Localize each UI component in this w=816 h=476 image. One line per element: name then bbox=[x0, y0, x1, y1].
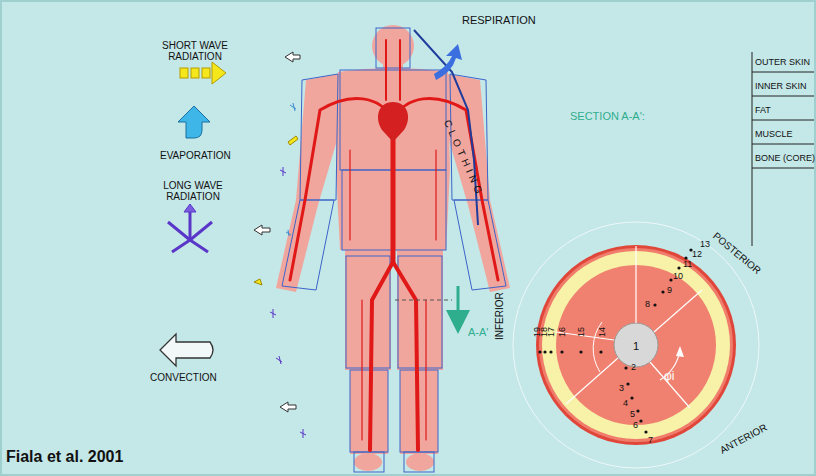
callout-number: 11 bbox=[683, 260, 692, 270]
callout-number: 6 bbox=[633, 421, 638, 431]
respiration-arrow bbox=[434, 44, 462, 80]
callout-number: 2 bbox=[631, 363, 636, 373]
heart bbox=[378, 102, 408, 142]
segment-boxes bbox=[282, 28, 506, 472]
flux-icons bbox=[254, 52, 306, 438]
layer-name: MUSCLE bbox=[755, 130, 793, 140]
direction-label: ANTERIOR bbox=[718, 422, 769, 456]
callout-number: 19 bbox=[533, 327, 543, 337]
layer-name: INNER SKIN bbox=[755, 82, 807, 92]
direction-label: INFERIOR bbox=[494, 292, 505, 340]
flux-label: CONVECTION bbox=[150, 372, 217, 383]
flux-label: SHORT WAVE RADIATION bbox=[150, 40, 240, 62]
layer-name: OUTER SKIN bbox=[755, 58, 810, 68]
layer-name: BONE (CORE) bbox=[755, 154, 815, 164]
callout-number: 15 bbox=[577, 327, 587, 337]
flux-label: RESPIRATION bbox=[462, 14, 536, 26]
body-silhouette bbox=[276, 25, 510, 471]
callout-number: 4 bbox=[623, 399, 628, 409]
callout-number: 5 bbox=[630, 410, 635, 420]
evaporation-arrow bbox=[178, 106, 210, 138]
callout-number: 10 bbox=[673, 272, 683, 282]
direction-label: POSTERIOR bbox=[711, 230, 763, 276]
citation-caption: Fiala et al. 2001 bbox=[6, 448, 123, 466]
cross-section bbox=[513, 222, 759, 468]
layer-table bbox=[752, 52, 814, 246]
callout-number: 14 bbox=[598, 327, 608, 337]
section-arrow bbox=[457, 286, 460, 322]
angle-label: φi bbox=[664, 370, 674, 383]
flux-label: EVAPORATION bbox=[160, 150, 231, 161]
convection-arrow bbox=[160, 334, 213, 366]
callout-number: 9 bbox=[667, 286, 672, 296]
section-title: SECTION A-A': bbox=[570, 110, 645, 122]
callout-number: 16 bbox=[558, 327, 568, 337]
callout-number: 7 bbox=[648, 436, 653, 446]
section-marker: A-A' bbox=[468, 326, 488, 338]
callout-number: 1 bbox=[633, 340, 639, 352]
flux-label: LONG WAVE RADIATION bbox=[148, 180, 238, 202]
callout-number: 8 bbox=[645, 300, 650, 310]
callout-number: 13 bbox=[700, 240, 710, 250]
shortwave-arrow bbox=[180, 62, 226, 84]
longwave-arrows bbox=[168, 204, 212, 252]
layer-name: FAT bbox=[755, 106, 771, 116]
callout-number: 3 bbox=[619, 384, 624, 394]
arteries bbox=[290, 40, 498, 450]
callout-number: 12 bbox=[692, 250, 702, 260]
section-line bbox=[395, 300, 452, 301]
